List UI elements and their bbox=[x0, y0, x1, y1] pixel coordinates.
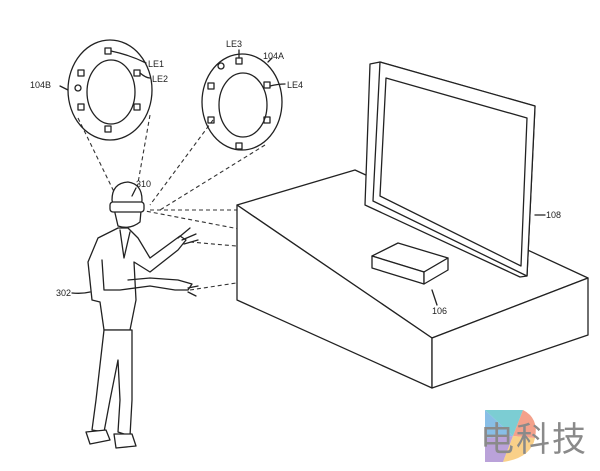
label-108: 108 bbox=[546, 210, 561, 220]
label-106: 106 bbox=[432, 306, 447, 316]
watermark-text: 电科技 bbox=[480, 420, 588, 460]
light-ring-104b bbox=[59, 39, 153, 141]
label-302: 302 bbox=[56, 288, 71, 298]
label-104b: 104B bbox=[30, 80, 51, 90]
label-le2: LE2 bbox=[152, 74, 168, 84]
watermark-logo bbox=[485, 410, 536, 462]
label-310: 310 bbox=[136, 179, 151, 189]
label-le4: LE4 bbox=[287, 80, 303, 90]
television-108 bbox=[364, 61, 546, 278]
label-le1: LE1 bbox=[148, 59, 164, 69]
light-ring-104a bbox=[201, 49, 286, 151]
label-104a: 104A bbox=[263, 51, 284, 61]
game-console-106 bbox=[371, 242, 449, 306]
hmd-310 bbox=[109, 201, 145, 213]
label-le3: LE3 bbox=[226, 39, 242, 49]
user-302 bbox=[71, 181, 199, 449]
